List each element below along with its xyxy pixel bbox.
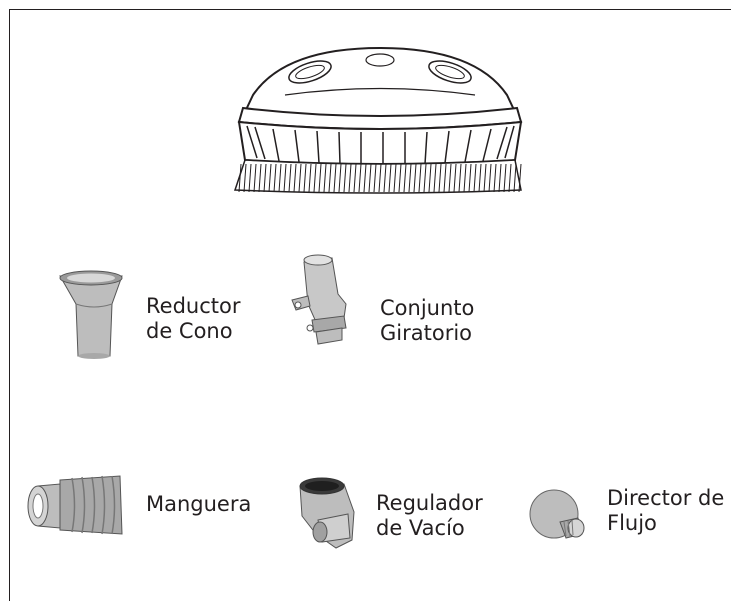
- flow-director-label-line1: Director de: [607, 486, 725, 510]
- cone-reducer-label-line2: de Cono: [146, 319, 233, 343]
- brush-head-illustration: [225, 40, 535, 200]
- cone-reducer-label-line1: Reductor: [146, 294, 241, 318]
- swivel-assembly-label-line1: Conjunto: [380, 296, 475, 320]
- cone-reducer-illustration: [56, 270, 136, 360]
- frame-left-border: [9, 9, 10, 601]
- swivel-assembly-illustration: [288, 252, 358, 352]
- frame-top-border: [9, 9, 731, 10]
- hose-label-line1: Manguera: [146, 492, 252, 516]
- hose-label: Manguera: [146, 492, 251, 517]
- swivel-assembly-label: Conjunto Giratorio: [380, 296, 474, 346]
- flow-director-illustration: [526, 486, 592, 552]
- flow-director-label: Director de Flujo: [607, 486, 724, 536]
- hose-illustration: [24, 468, 128, 542]
- flow-director-label-line2: Flujo: [607, 511, 657, 535]
- vacuum-regulator-illustration: [292, 476, 364, 552]
- vacuum-regulator-label-line1: Regulador: [376, 491, 483, 515]
- vacuum-regulator-label-line2: de Vacío: [376, 516, 465, 540]
- cone-reducer-label: Reductor de Cono: [146, 294, 240, 344]
- vacuum-regulator-label: Regulador de Vacío: [376, 491, 483, 541]
- swivel-assembly-label-line2: Giratorio: [380, 321, 473, 345]
